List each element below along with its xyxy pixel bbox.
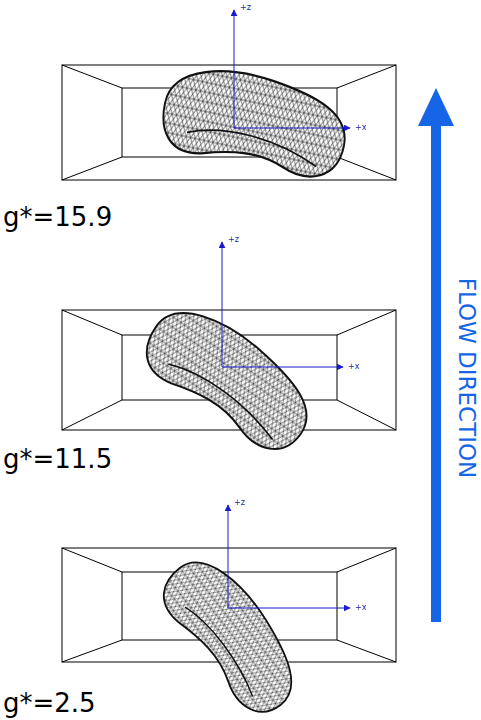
cell-mesh [152,545,314,720]
flow-arrow [418,88,454,622]
axis-label: +x [348,363,359,371]
shear-label: g*=11.5 [3,446,112,472]
axis-label: +z [240,4,251,12]
flow-label: FLOW DIRECTION [455,278,478,479]
coordinate-axes [222,10,350,608]
shear-label: g*=15.9 [3,204,112,230]
axis-label: +x [355,124,366,132]
shear-label: g*=2.5 [3,690,96,716]
cell-mesh [156,59,354,184]
axis-label: +z [228,236,239,244]
axis-label: +z [234,499,245,507]
axis-label: +x [355,604,366,612]
cell-mesh [134,293,328,462]
